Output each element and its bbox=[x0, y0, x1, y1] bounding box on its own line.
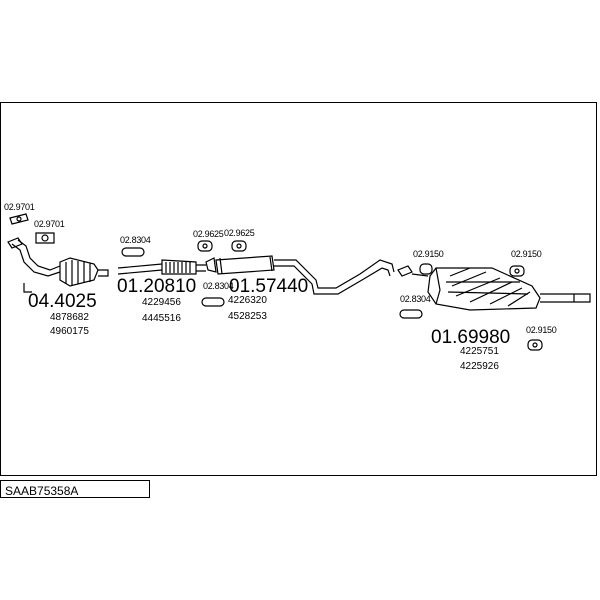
gasket-icon bbox=[35, 232, 55, 244]
front-pipe-icon bbox=[117, 259, 206, 275]
part-label: 02.9150 bbox=[526, 325, 557, 335]
gasket-icon bbox=[9, 213, 29, 225]
kit-code: SAAB75358A bbox=[5, 484, 79, 498]
rubber-hanger-icon bbox=[231, 240, 247, 252]
rubber-hanger-icon bbox=[509, 265, 525, 277]
oem-number: 4528253 bbox=[228, 311, 267, 322]
part-number: 01.57440 bbox=[229, 276, 309, 297]
part-number: 01.69980 bbox=[431, 327, 511, 348]
rubber-hanger-icon bbox=[419, 263, 433, 275]
middle-silencer-icon bbox=[205, 255, 395, 295]
part-label: 02.9701 bbox=[34, 219, 65, 229]
part-label: 02.9625 bbox=[193, 229, 224, 239]
part-label: 02.9150 bbox=[511, 249, 542, 259]
oem-number: 4226320 bbox=[228, 295, 267, 306]
diagram-frame bbox=[0, 102, 597, 476]
rubber-hanger-icon bbox=[527, 339, 543, 351]
oem-number: 4225751 bbox=[460, 346, 499, 357]
oem-number: 4229456 bbox=[142, 297, 181, 308]
part-label: 02.8304 bbox=[203, 281, 234, 291]
rear-silencer-icon bbox=[397, 265, 591, 311]
clamp-icon bbox=[121, 247, 145, 257]
catalytic-converter-icon bbox=[7, 237, 109, 287]
part-number: 04.4025 bbox=[28, 291, 97, 312]
clamp-icon bbox=[399, 309, 423, 319]
bolt-icon bbox=[23, 283, 32, 293]
kit-code-box: SAAB75358A bbox=[0, 480, 150, 498]
oem-number: 4960175 bbox=[50, 326, 89, 337]
part-label: 02.9150 bbox=[413, 249, 444, 259]
part-label: 02.9701 bbox=[4, 202, 35, 212]
clamp-icon bbox=[201, 297, 225, 307]
rubber-hanger-icon bbox=[197, 240, 213, 252]
oem-number: 4445516 bbox=[142, 313, 181, 324]
part-label: 02.8304 bbox=[120, 235, 151, 245]
part-label: 02.9625 bbox=[224, 228, 255, 238]
part-label: 02.8304 bbox=[400, 294, 431, 304]
oem-number: 4225926 bbox=[460, 361, 499, 372]
part-number: 01.20810 bbox=[117, 276, 197, 297]
oem-number: 4878682 bbox=[50, 312, 89, 323]
